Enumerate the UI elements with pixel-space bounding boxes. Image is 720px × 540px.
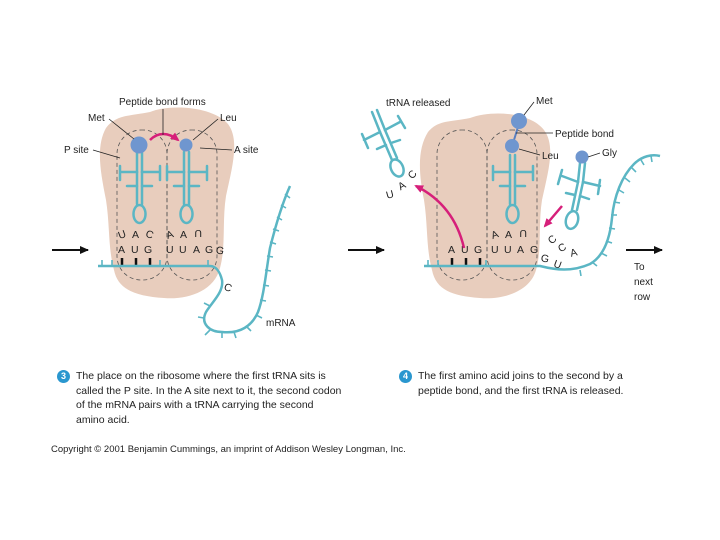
trna-incoming	[556, 161, 602, 231]
mrna-base: A	[193, 244, 200, 256]
incoming-anticodon: C C A	[546, 233, 579, 260]
gly-label: Gly	[602, 148, 617, 159]
mrna-base: U	[491, 244, 499, 256]
mrna-base: U	[504, 244, 512, 256]
anticodon-base: U	[385, 188, 395, 202]
p-site-outline	[116, 129, 168, 281]
peptide-bond-line	[513, 126, 519, 141]
mrna-base: G	[215, 244, 225, 257]
peptide-bond-label: Peptide bond	[555, 129, 614, 140]
mrna-strand	[424, 154, 661, 271]
anticodon-base: C	[556, 241, 569, 255]
trna-entry-arrow	[543, 205, 563, 228]
ribosome-body	[99, 107, 235, 299]
a-site-outline	[486, 129, 538, 281]
protein-synthesis-diagram: U A C A A U A U G U U A G G C	[52, 96, 663, 339]
leu-amino-acid	[505, 139, 519, 153]
anticodon-base: U	[117, 228, 128, 242]
leu-label: Leu	[542, 151, 559, 162]
mrna-base-ticks	[101, 193, 291, 339]
anticodon-base: U	[194, 227, 202, 239]
mrna-base: G	[474, 244, 482, 256]
to-next-row-label: To next row	[634, 262, 656, 303]
anticodon-base: A	[165, 228, 176, 242]
mrna-base: G	[540, 252, 550, 265]
trna-released-label: tRNA released	[386, 98, 450, 109]
mrna-base: U	[166, 244, 174, 256]
mrna-label: mRNA	[266, 318, 296, 329]
to-next-row-line: row	[634, 292, 651, 303]
trna2-anticodon: A A U	[165, 227, 202, 242]
mrna-base: G	[205, 244, 213, 256]
ribosome-body	[419, 113, 551, 299]
copyright-notice: Copyright © 2001 Benjamin Cummings, an i…	[51, 444, 406, 455]
step-3-badge: 3	[57, 370, 70, 383]
step-3-caption: 3 The place on the ribosome where the fi…	[57, 369, 344, 427]
anticodon-base: A	[132, 229, 139, 241]
met-amino-acid	[130, 136, 148, 154]
trna-a-site	[491, 153, 535, 225]
met-amino-acid	[511, 113, 527, 129]
peptide-bond-forms-label: Peptide bond forms	[119, 97, 206, 108]
leu-label: Leu	[220, 113, 237, 124]
anticodon-base: A	[505, 229, 512, 241]
trna1-anticodon: U A C	[117, 228, 156, 242]
mrna-base: A	[448, 244, 455, 256]
trna-a-site	[165, 150, 209, 225]
step-4-caption-text: The first amino acid joins to the second…	[418, 370, 624, 397]
anticodon-base: C	[406, 168, 420, 182]
anticodon-base: A	[569, 246, 579, 259]
mrna-codons: A U G U U A G G U	[448, 244, 563, 272]
trna-released	[360, 108, 407, 178]
codon-pairing-bars	[450, 258, 482, 266]
leader-lines	[516, 101, 601, 158]
p-site-label: P site	[64, 145, 89, 156]
met-label: Met	[536, 96, 553, 107]
step-4-caption: 4 The first amino acid joins to the seco…	[399, 369, 628, 398]
mrna-base: A	[118, 244, 125, 256]
trna2-anticodon: A A U	[490, 227, 527, 242]
mrna-base: U	[461, 244, 469, 256]
mrna-base: U	[552, 258, 563, 272]
codon-pairing-bars	[120, 258, 152, 266]
gly-amino-acid	[575, 150, 589, 164]
panel-3: U A C A A U A U G U U A G G C	[52, 97, 296, 339]
leu-amino-acid	[179, 138, 193, 152]
trna-p-site	[118, 150, 162, 225]
mrna-base: C	[222, 281, 234, 295]
mrna-base-ticks	[427, 155, 653, 277]
a-site-label: A site	[234, 145, 259, 156]
anticodon-base: A	[490, 228, 501, 242]
anticodon-base: A	[396, 179, 408, 193]
p-site-outline	[436, 129, 488, 281]
mrna-codons: A U G U U A G G C	[118, 244, 234, 295]
to-next-row-line: To	[634, 262, 645, 273]
mrna-base: G	[144, 244, 152, 256]
anticodon-base: U	[519, 227, 527, 239]
panel-4: U A C A A U C C A A U G U U A G G U	[348, 96, 663, 303]
step-3-caption-text: The place on the ribosome where the firs…	[76, 370, 342, 426]
anticodon-base: C	[144, 228, 156, 242]
to-next-row-line: next	[634, 277, 653, 288]
leader-lines	[92, 109, 233, 159]
mrna-base: A	[517, 244, 524, 256]
met-label: Met	[88, 113, 105, 124]
mrna-base: G	[530, 244, 538, 256]
mrna-base: U	[131, 244, 139, 256]
step-4-badge: 4	[399, 370, 412, 383]
mrna-base: U	[179, 244, 187, 256]
anticodon-base: A	[180, 229, 187, 241]
trna-release-arrow	[414, 184, 466, 249]
a-site-outline	[166, 129, 218, 281]
